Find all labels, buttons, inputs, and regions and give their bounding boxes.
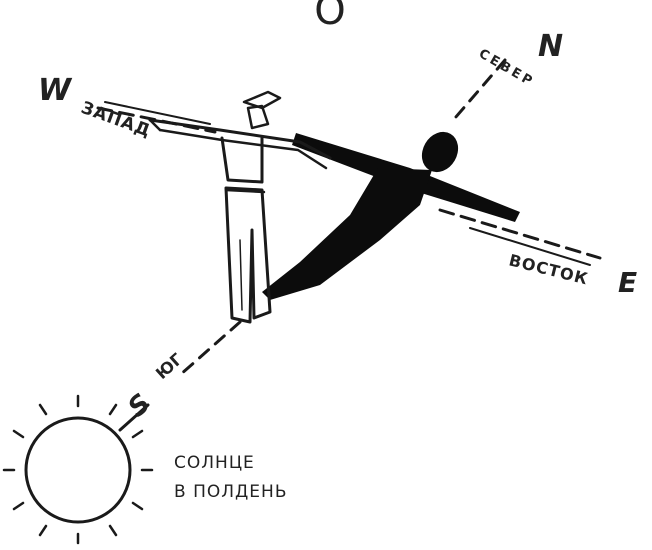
south-label: S ЮГ — [123, 349, 187, 423]
east-letter: E — [618, 266, 637, 299]
top-mark-text: O — [314, 0, 345, 34]
north-label: N СЕВЕР — [476, 29, 563, 90]
west-label: W ЗАПАД — [38, 73, 154, 142]
north-south-axis — [120, 60, 505, 430]
south-word: ЮГ — [152, 349, 186, 383]
south-letter: S — [123, 388, 157, 423]
west-letter: W — [38, 73, 73, 108]
sun-caption-line2: В ПОЛДЕНЬ — [174, 482, 287, 502]
sun-caption: СОЛНЦЕ В ПОЛДЕНЬ — [174, 453, 287, 502]
sun-icon — [4, 396, 152, 543]
north-letter: N — [538, 29, 563, 64]
sun-caption-line1: СОЛНЦЕ — [174, 453, 255, 473]
east-label: ВОСТОК E — [507, 250, 637, 299]
east-word: ВОСТОК — [507, 250, 590, 288]
